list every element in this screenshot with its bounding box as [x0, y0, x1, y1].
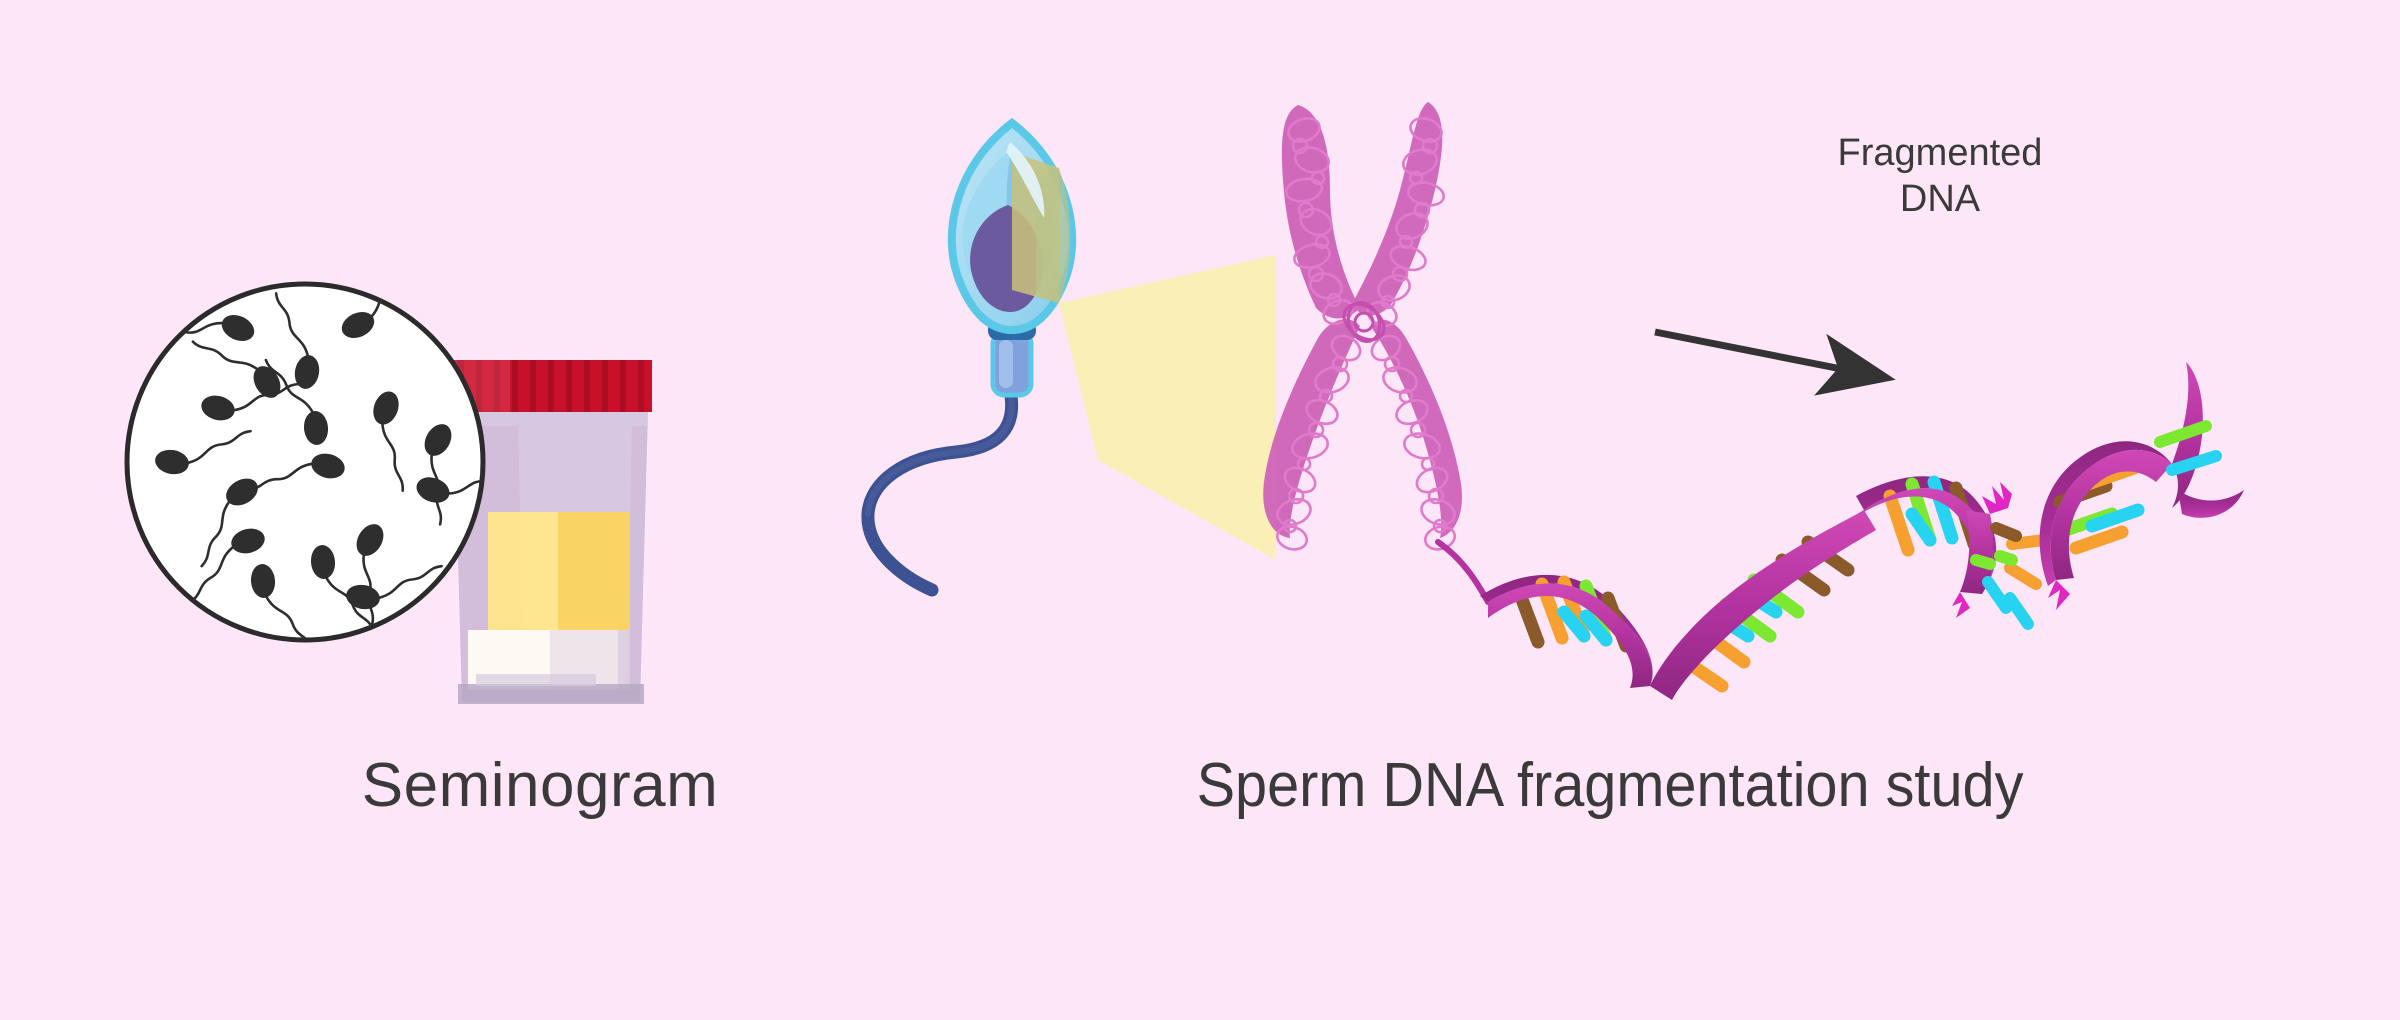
sperm-tail	[861, 383, 1018, 597]
seminogram-caption: Seminogram	[361, 751, 719, 820]
sperm-cell	[191, 340, 281, 398]
fragmented-dna-annotation-line2: DNA	[1899, 178, 1981, 220]
dna-turn	[1650, 510, 1876, 700]
sperm-cell	[200, 478, 258, 568]
sperm-cell	[416, 471, 483, 503]
base-pairs	[1671, 535, 1855, 693]
sperm-cell	[155, 429, 252, 475]
sperm-cell	[188, 528, 265, 604]
petri-dish	[124, 281, 486, 643]
dna-study-panel: Fragmented DNA Sperm DNA fragmentation s…	[860, 90, 2360, 950]
sperm-cell-diagram	[861, 117, 1077, 597]
sperm-cell	[346, 564, 443, 610]
dna-turn	[1480, 574, 1653, 688]
dna-study-caption: Sperm DNA fragmentation study	[1196, 751, 2024, 820]
cup-lid	[450, 360, 652, 412]
dna-study-graphic	[861, 102, 2244, 700]
sperm-population	[152, 284, 483, 640]
cup-base	[458, 684, 644, 704]
sperm-cell	[341, 284, 406, 339]
seminogram-graphic	[124, 281, 652, 704]
specimen-cup	[450, 360, 652, 704]
sperm-cell	[373, 391, 405, 493]
x-chromosome	[1263, 102, 1462, 551]
annotation-arrow	[1654, 328, 1896, 396]
sperm-cell	[245, 453, 345, 492]
dna-turn	[1856, 475, 1997, 594]
chromosome-dna-connector	[1435, 539, 1491, 605]
dna-turn	[2039, 441, 2172, 586]
sperm-cell	[250, 564, 315, 640]
dna-strand-break	[1952, 482, 2070, 630]
sperm-cell	[264, 358, 329, 445]
seminogram-panel: Seminogram	[120, 250, 960, 950]
dna-double-helix	[1480, 362, 2244, 700]
light-beam-cone	[1059, 255, 1276, 560]
dna-terminus	[2154, 362, 2244, 518]
fragmented-dna-annotation: Fragmented	[1837, 132, 2043, 174]
sperm-cell	[274, 292, 320, 389]
sperm-head	[947, 117, 1077, 335]
